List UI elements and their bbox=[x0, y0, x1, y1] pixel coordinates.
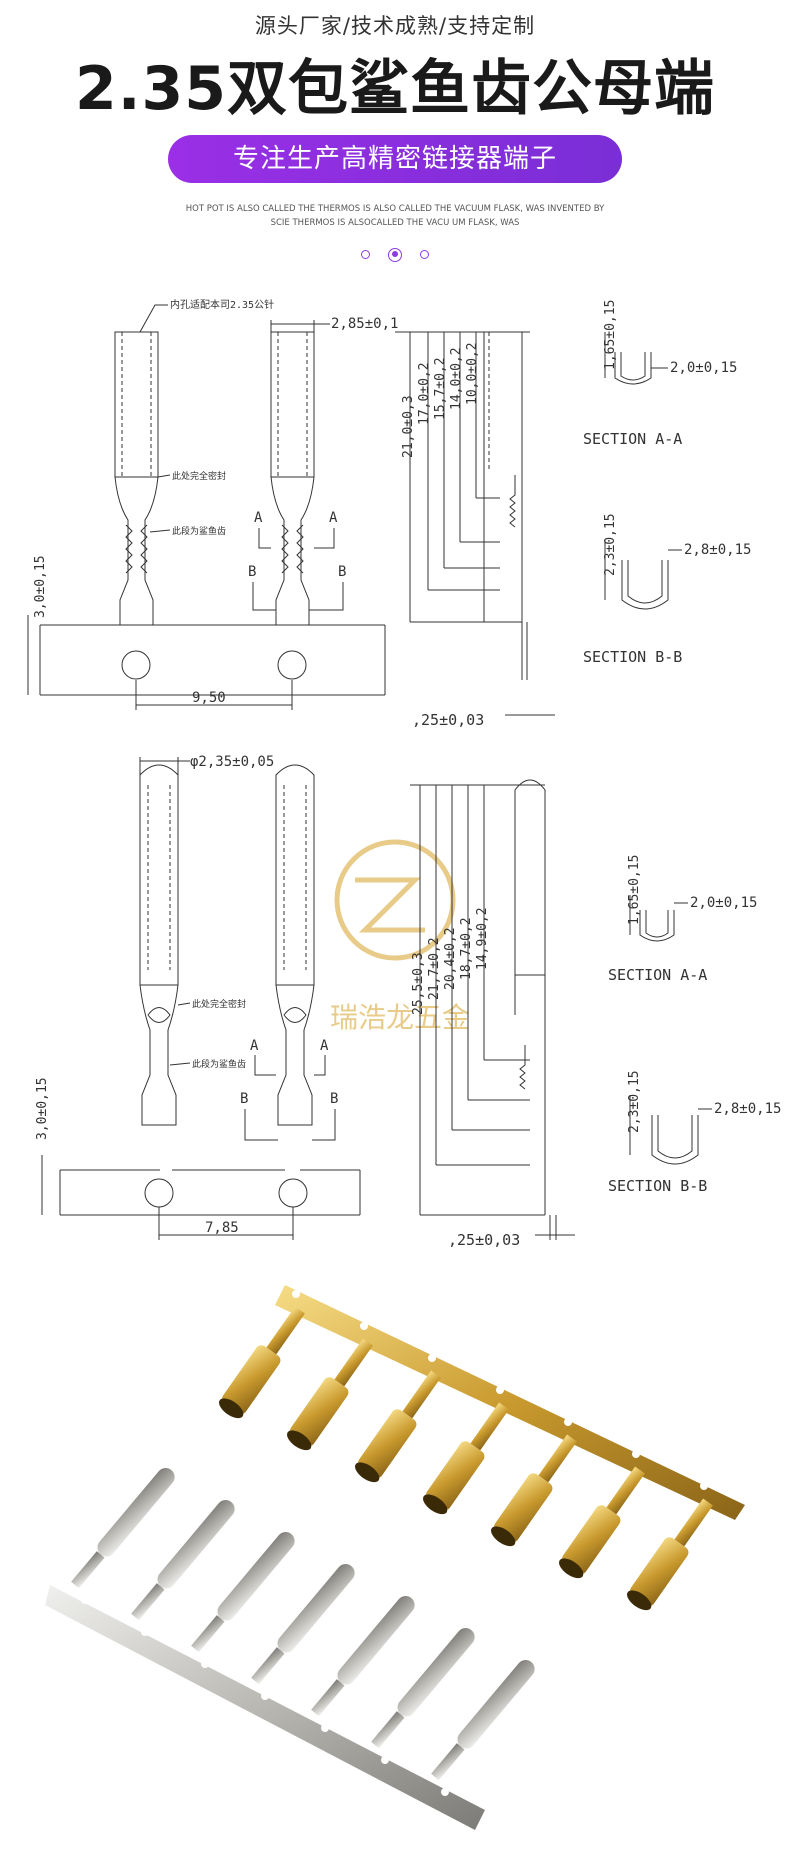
silver-strip-hole bbox=[81, 1596, 89, 1604]
male-dim-187: 18,7±0,2 bbox=[459, 917, 474, 980]
page-title: 2.35双包鲨鱼齿公母端 bbox=[74, 54, 716, 124]
female-terminal-2-body bbox=[270, 331, 315, 478]
gold-terminals bbox=[219, 1290, 713, 1611]
svg-text:SECTION A-A: SECTION A-A bbox=[583, 430, 682, 448]
svg-text:2,0±0,15: 2,0±0,15 bbox=[670, 360, 737, 376]
male-vertical-dims bbox=[410, 784, 545, 1216]
carousel-dot-3[interactable] bbox=[420, 250, 429, 259]
male-terminal-drawing: 瑞浩龙五金 3,0±0,15 7,85 φ2,35±0,05 此处完全密封 此段… bbox=[35, 754, 781, 1249]
svg-text:2,0±0,15: 2,0±0,15 bbox=[690, 895, 757, 911]
silver-terminal-3 bbox=[191, 1531, 295, 1653]
female-dim-base: 3,0±0,15 bbox=[33, 555, 48, 618]
carousel-dot-1[interactable] bbox=[361, 250, 370, 259]
male-dim-217: 21,7±0,2 bbox=[427, 937, 442, 1000]
female-terminal-drawing: 3,0±0,15 9,50 2,85±0,1 内孔适配本司2.35公针 此处完全… bbox=[27, 298, 751, 729]
male-section-bb: 2,3±0,15 2,8±0,15 SECTION B-B bbox=[608, 1070, 781, 1195]
female-label-a-left: A bbox=[254, 510, 263, 526]
female-dim-10: 10,0±0,2 bbox=[465, 342, 480, 405]
female-note-top: 内孔适配本司2.35公针 bbox=[170, 298, 274, 311]
svg-text:2,3±0,15: 2,3±0,15 bbox=[627, 1070, 642, 1133]
male-dim-149: 14,9±0,2 bbox=[475, 907, 490, 970]
male-pin-2 bbox=[275, 764, 315, 986]
gold-terminal-5 bbox=[491, 1434, 577, 1547]
gold-strip-hole bbox=[632, 1450, 640, 1458]
silver-terminal-6 bbox=[371, 1627, 475, 1749]
svg-text:2,3±0,15: 2,3±0,15 bbox=[603, 513, 618, 576]
male-note-teeth: 此段为鲨鱼齿 bbox=[192, 1058, 246, 1070]
male-label-b-right: B bbox=[330, 1091, 338, 1107]
female-dim-total: 21,0±0,3 bbox=[401, 395, 416, 458]
silver-strip-hole bbox=[381, 1756, 389, 1764]
silver-terminal-5 bbox=[311, 1595, 415, 1717]
male-note-seal: 此处完全密封 bbox=[192, 998, 246, 1010]
female-dim-pitch: 9,50 bbox=[192, 690, 226, 706]
male-label-a-left: A bbox=[250, 1038, 259, 1054]
male-dim-204: 20,4±0,2 bbox=[443, 927, 458, 990]
svg-text:1,65±0,15: 1,65±0,15 bbox=[627, 855, 642, 925]
female-section-bb: 2,3±0,15 2,8±0,15 SECTION B-B bbox=[583, 513, 751, 666]
silver-strip-hole bbox=[321, 1724, 329, 1732]
gold-strip-hole bbox=[428, 1354, 436, 1362]
female-label-b-right: B bbox=[338, 564, 346, 580]
gold-terminal-2 bbox=[287, 1338, 373, 1451]
male-dim-base: 3,0±0,15 bbox=[35, 1077, 50, 1140]
female-dim-thickness: ,25±0,03 bbox=[412, 711, 484, 729]
male-section-aa: 1,65±0,15 2,0±0,15 SECTION A-A bbox=[608, 855, 757, 984]
gold-terminal-3 bbox=[355, 1370, 441, 1483]
male-label-a-right: A bbox=[320, 1038, 329, 1054]
silver-terminal-2 bbox=[131, 1499, 235, 1621]
silver-strip-hole bbox=[141, 1628, 149, 1636]
product-photo bbox=[45, 1285, 745, 1830]
carousel-dot-2-active[interactable] bbox=[388, 247, 402, 262]
female-label-a-right: A bbox=[329, 510, 338, 526]
silver-carrier-strip bbox=[45, 1585, 485, 1830]
svg-text:SECTION B-B: SECTION B-B bbox=[583, 648, 682, 666]
male-pin-1 bbox=[139, 764, 179, 986]
female-note-teeth: 此段为鲨鱼齿 bbox=[172, 525, 226, 537]
female-dim-17: 17,0±0,2 bbox=[417, 362, 432, 425]
male-dim-pitch: 7,85 bbox=[205, 1220, 239, 1236]
header-subtitle: 源头厂家/技术成熟/支持定制 bbox=[254, 14, 536, 38]
female-vertical-dims bbox=[395, 331, 530, 623]
male-dim-thickness: ,25±0,03 bbox=[448, 1231, 520, 1249]
gold-strip-hole bbox=[496, 1386, 504, 1394]
female-note-seal: 此处完全密封 bbox=[172, 470, 226, 482]
female-dim-14: 14,0±0,2 bbox=[449, 347, 464, 410]
gold-strip-hole bbox=[700, 1482, 708, 1490]
silver-strip-hole bbox=[441, 1788, 449, 1796]
male-dim-total: 25,5±0,3 bbox=[411, 952, 426, 1015]
gold-terminal-7 bbox=[627, 1498, 713, 1611]
silver-terminal-4 bbox=[251, 1563, 355, 1685]
gold-strip-hole bbox=[292, 1290, 300, 1298]
female-label-b-left: B bbox=[248, 564, 256, 580]
silver-terminal-7 bbox=[431, 1659, 535, 1781]
male-label-b-left: B bbox=[240, 1091, 248, 1107]
banner-pill: 专注生产高精密链接器端子 bbox=[168, 135, 622, 183]
watermark-logo: 瑞浩龙五金 bbox=[330, 839, 470, 1034]
svg-text:2,8±0,15: 2,8±0,15 bbox=[714, 1101, 781, 1117]
gold-strip-hole bbox=[564, 1418, 572, 1426]
male-dim-diameter: φ2,35±0,05 bbox=[190, 754, 274, 770]
svg-text:SECTION A-A: SECTION A-A bbox=[608, 966, 707, 984]
gold-strip-hole bbox=[360, 1322, 368, 1330]
silver-terminal-1 bbox=[71, 1467, 175, 1589]
watermark-text: 瑞浩龙五金 bbox=[330, 1001, 470, 1034]
gold-carrier-strip bbox=[275, 1285, 745, 1520]
svg-text:1,65±0,15: 1,65±0,15 bbox=[603, 300, 618, 370]
english-caption-line-1: HOT POT IS ALSO CALLED THE THERMOS IS AL… bbox=[185, 204, 605, 214]
english-caption-line-2: SCIE THERMOS IS ALSOCALLED THE VACU UM F… bbox=[270, 218, 520, 228]
female-section-aa: 1,65±0,15 2,0±0,15 SECTION A-A bbox=[583, 300, 737, 448]
silver-strip-hole bbox=[261, 1692, 269, 1700]
silver-terminals bbox=[71, 1467, 535, 1796]
svg-text:SECTION B-B: SECTION B-B bbox=[608, 1177, 707, 1195]
female-dim-width: 2,85±0,1 bbox=[331, 316, 398, 332]
gold-terminal-1 bbox=[219, 1306, 305, 1419]
gold-terminal-4 bbox=[423, 1402, 509, 1515]
female-terminal-1-body bbox=[114, 331, 159, 478]
gold-terminal-6 bbox=[559, 1466, 645, 1579]
svg-text:2,8±0,15: 2,8±0,15 bbox=[684, 542, 751, 558]
silver-strip-hole bbox=[201, 1660, 209, 1668]
female-dim-157: 15,7±0,2 bbox=[433, 357, 448, 420]
carousel-indicator bbox=[0, 244, 790, 263]
